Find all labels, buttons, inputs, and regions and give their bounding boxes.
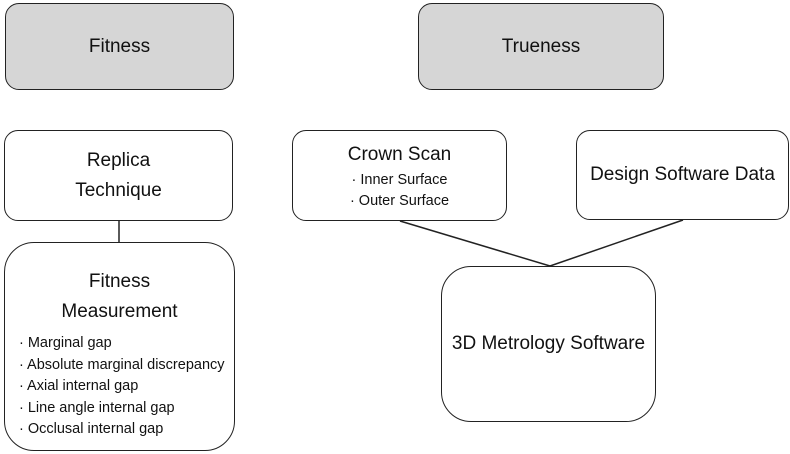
fitness-header-label: Fitness (88, 35, 151, 57)
crown-scan-node: Crown Scan · Inner Surface · Outer Surfa… (292, 130, 507, 221)
measurement-line2: Measurement (61, 301, 178, 322)
fitness-measurement-node: Fitness Measurement · Marginal gap · Abs… (4, 242, 235, 451)
design-software-data-node: Design Software Data (576, 130, 789, 220)
crown-scan-item-inner: · Inner Surface (351, 171, 448, 188)
design-software-title: Design Software Data (590, 164, 775, 185)
measurement-list: · Marginal gap · Absolute marginal discr… (19, 333, 225, 441)
crown-scan-item-outer: · Outer Surface (349, 192, 450, 209)
measurement-line1: Fitness (88, 271, 151, 292)
replica-line2: Technique (75, 179, 162, 201)
trueness-header-label: Trueness (501, 35, 581, 57)
list-item: · Occlusal internal gap (19, 421, 164, 437)
connector-crown-scan-to-metrology (399, 220, 551, 267)
trueness-header: Trueness (418, 3, 664, 90)
replica-technique-node: Replica Technique (4, 130, 233, 221)
connector-design-data-to-metrology (549, 219, 684, 267)
fitness-header: Fitness (5, 3, 234, 90)
metrology-title: 3D Metrology Software (451, 333, 646, 354)
list-item: · Marginal gap (19, 335, 112, 351)
list-item: · Line angle internal gap (19, 399, 175, 416)
metrology-software-node: 3D Metrology Software (441, 266, 656, 422)
list-item: · Absolute marginal discrepancy (19, 356, 225, 373)
list-item: · Axial internal gap (19, 378, 139, 394)
crown-scan-title: Crown Scan (347, 143, 452, 165)
replica-line1: Replica (86, 149, 151, 171)
